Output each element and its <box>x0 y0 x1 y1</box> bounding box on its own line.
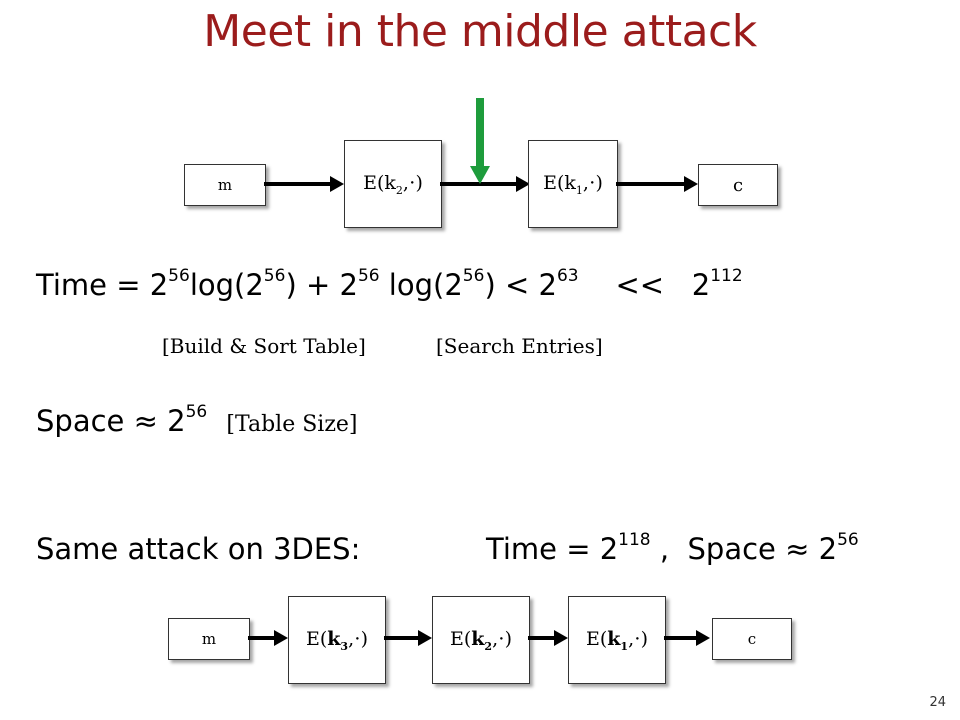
arrow-head <box>684 176 698 192</box>
build-sort-note: [Build & Sort Table] <box>162 334 366 358</box>
arrow-m-to-ek3 <box>248 636 276 640</box>
arrow-head <box>274 630 288 646</box>
encrypt-k3-box: E(k3,⋅) <box>288 596 386 684</box>
arrow-ek3-to-ek2 <box>384 636 420 640</box>
arrow-head <box>696 630 710 646</box>
time-complexity-line: Time = 256log(256) + 256 log(256) < 263 … <box>36 266 743 303</box>
page-number: 24 <box>929 695 946 710</box>
arrow-head <box>516 176 530 192</box>
ciphertext-box: c <box>698 164 778 206</box>
arrow-m-to-ek2 <box>264 182 332 186</box>
arrow-ek2-to-ek1 <box>528 636 556 640</box>
meet-point-down-arrow-icon <box>470 98 490 184</box>
encrypt-k1-label: E(k1,⋅) <box>585 627 649 653</box>
arrow-ek2-to-ek1 <box>440 182 518 186</box>
slide-title: Meet in the middle attack <box>203 6 757 57</box>
message-label: m <box>201 630 217 648</box>
space-complexity-line: Space ≈ 256 [Table Size] <box>36 402 358 439</box>
message-box: m <box>184 164 266 206</box>
3des-attack-line: Same attack on 3DES: <box>36 532 361 566</box>
encrypt-k1-label: E(k1,⋅) <box>543 171 603 197</box>
ciphertext-label: c <box>747 630 757 648</box>
arrow-ek1-to-c <box>616 182 686 186</box>
ciphertext-box: c <box>712 618 792 660</box>
encrypt-k2-box: E(k2,⋅) <box>344 140 442 228</box>
message-label: m <box>217 176 233 194</box>
ciphertext-label: c <box>732 174 744 196</box>
message-box: m <box>168 618 250 660</box>
arrow-ek1-to-c <box>664 636 698 640</box>
search-note: [Search Entries] <box>436 334 603 358</box>
arrow-head <box>554 630 568 646</box>
encrypt-k1-box: E(k1,⋅) <box>568 596 666 684</box>
table-size-note: [Table Size] <box>226 412 358 437</box>
encrypt-k2-label: E(k2,⋅) <box>449 627 513 653</box>
arrow-head <box>418 630 432 646</box>
encrypt-k2-label: E(k2,⋅) <box>363 171 423 197</box>
encrypt-k1-box: E(k1,⋅) <box>528 140 618 228</box>
arrow-head <box>330 176 344 192</box>
3des-cost-line: Time = 2118 , Space ≈ 256 <box>486 530 859 567</box>
encrypt-k3-label: E(k3,⋅) <box>305 627 369 653</box>
encrypt-k2-box: E(k2,⋅) <box>432 596 530 684</box>
